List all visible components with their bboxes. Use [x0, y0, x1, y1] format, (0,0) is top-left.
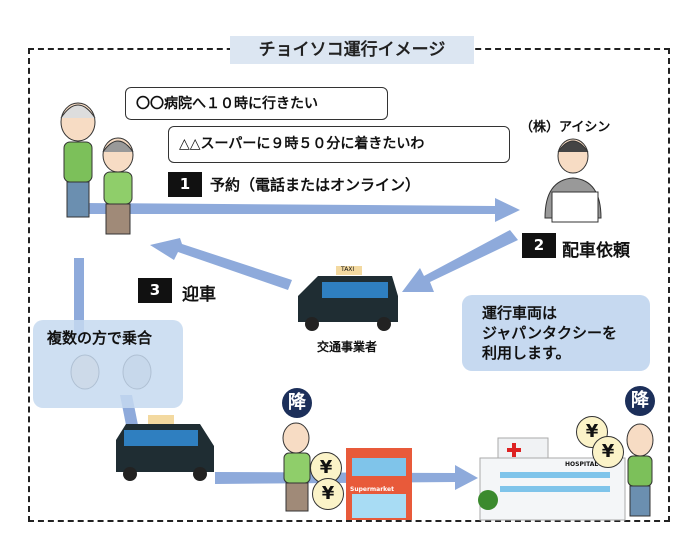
taxi-bottom-illustration [116, 415, 214, 481]
man-dropoff-illustration [626, 423, 654, 517]
operator-label: （株）アイシン [520, 120, 611, 135]
step-2-label: 配車依頼 [562, 241, 630, 261]
yen-coin-icon: ¥ [592, 436, 624, 468]
step-3-label: 迎車 [182, 285, 216, 305]
speech-bubble-hospital: 〇〇病院へ１０時に行きたい [125, 87, 388, 120]
vehicle-note-line: 利用します。 [482, 344, 571, 362]
path-vertical [74, 258, 84, 338]
step-1-label: 予約（電話またはオンライン） [210, 176, 421, 194]
vehicle-note-line: ジャパンタクシーを [482, 324, 618, 342]
step-2-badge: 2 [522, 233, 556, 258]
hospital-illustration [478, 437, 626, 521]
speech-bubble-supermarket: △△スーパーに９時５０分に着きたいわ [168, 126, 510, 163]
supermarket-sign: Supermarket [350, 486, 394, 493]
woman-dropoff-illustration [282, 422, 311, 512]
drop-off-badge-hospital: 降 [625, 386, 655, 416]
elderly-man-illustration [60, 102, 96, 218]
shared-ride-bubble: 複数の方で乗合 [33, 320, 183, 408]
step-3-badge: 3 [138, 278, 172, 303]
taxi-sign: TAXI [341, 266, 355, 273]
vehicle-note-line: 運行車両は [482, 304, 558, 322]
arrow-reservation [85, 198, 520, 222]
arrow-dispatch [402, 230, 518, 292]
shared-ride-label: 複数の方で乗合 [47, 329, 153, 347]
supermarket-illustration [346, 448, 412, 520]
taxi-top-illustration [298, 266, 398, 331]
drop-off-badge-supermarket: 降 [282, 388, 312, 418]
hospital-sign: HOSPITAL [565, 461, 599, 468]
yen-coin-icon: ¥ [312, 478, 344, 510]
diagram-title: チョイソコ運行イメージ [230, 36, 474, 64]
operator-illustration [544, 138, 602, 223]
vehicle-note-bubble: 運行車両は ジャパンタクシーを 利用します。 [462, 295, 650, 371]
transport-operator-label: 交通事業者 [317, 340, 378, 354]
elderly-woman-illustration [102, 137, 134, 235]
step-1-badge: 1 [168, 172, 202, 197]
arrow-pickup [150, 238, 292, 290]
